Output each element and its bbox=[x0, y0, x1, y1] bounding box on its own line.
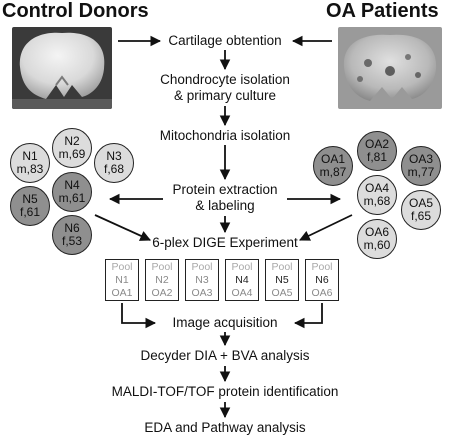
oa-patients-title: OA Patients bbox=[326, 0, 439, 22]
step-chondrocyte-isolation: Chondrocyte isolation & primary culture bbox=[130, 72, 320, 104]
step-chondrocyte-line2: & primary culture bbox=[173, 88, 277, 103]
step-protein-extraction: Protein extraction & labeling bbox=[140, 182, 310, 214]
control-donors-title: Control Donors bbox=[2, 0, 149, 22]
gel-4: Pool N4 OA4 bbox=[225, 259, 259, 301]
arrow-gels-left-to-image bbox=[121, 303, 157, 329]
step-protein-line2: & labeling bbox=[195, 198, 255, 213]
arrow-controls-to-dige bbox=[94, 214, 151, 241]
step-decyder-analysis: Decyder DIA + BVA analysis bbox=[140, 348, 310, 363]
step-eda-pathway: EDA and Pathway analysis bbox=[144, 420, 306, 435]
arrow-oa-to-dige bbox=[299, 214, 353, 241]
step-mitochondria-isolation: Mitochondria isolation bbox=[159, 128, 291, 143]
gel-6: Pool N6 OA6 bbox=[305, 259, 339, 301]
step-image-acquisition: Image acquisition bbox=[172, 315, 278, 330]
step-maldi-identification: MALDI-TOF/TOF protein identification bbox=[111, 384, 339, 399]
step-protein-line1: Protein extraction bbox=[172, 182, 278, 197]
gel-2: Pool N2 OA2 bbox=[145, 259, 179, 301]
control-knee-photo bbox=[12, 27, 112, 109]
arrow-gels-right-to-image bbox=[293, 303, 323, 329]
gel-3: Pool N3 OA3 bbox=[185, 259, 219, 301]
step-cartilage-obtention: Cartilage obtention bbox=[168, 33, 282, 48]
gel-5: Pool N5 OA5 bbox=[265, 259, 299, 301]
step-dige-experiment: 6-plex DIGE Experiment bbox=[152, 235, 298, 250]
oa-knee-photo bbox=[338, 27, 442, 109]
step-chondrocyte-line1: Chondrocyte isolation bbox=[160, 72, 290, 87]
gel-1: Pool N1 OA1 bbox=[105, 259, 139, 301]
